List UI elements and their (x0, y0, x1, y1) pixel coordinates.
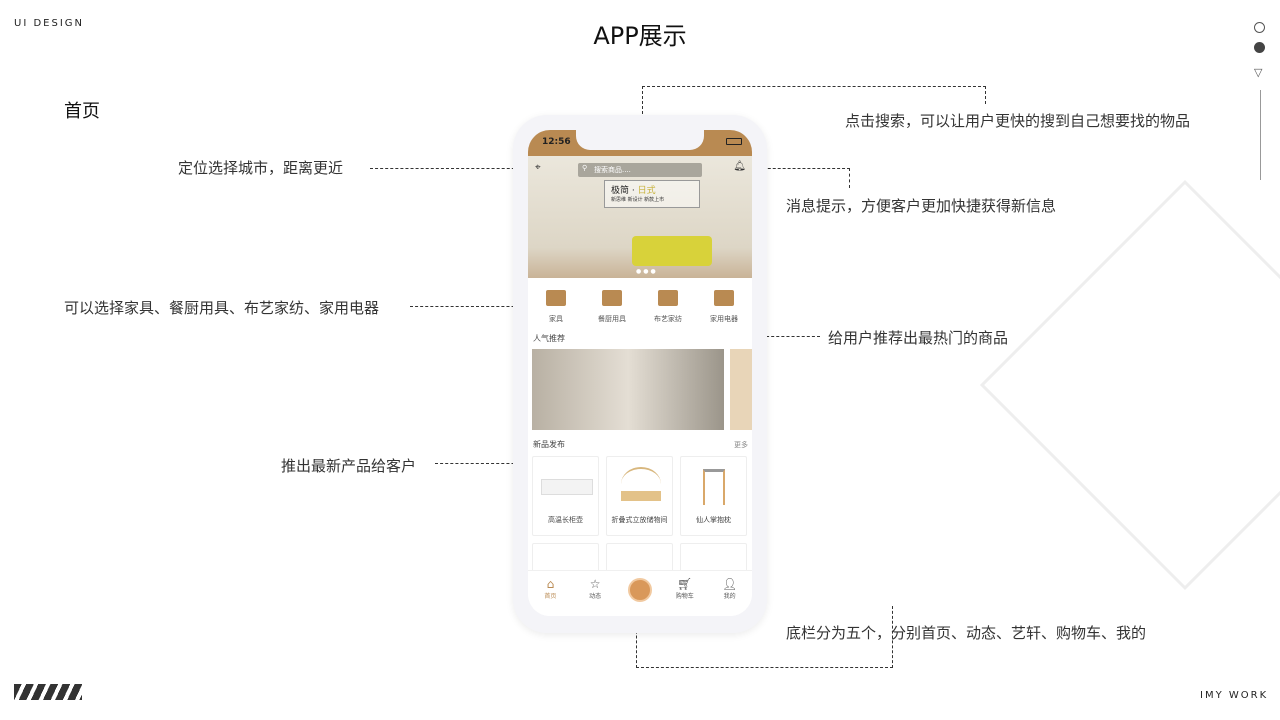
category-row: 家具 餐厨用具 布艺家纺 家用电器 (528, 290, 752, 324)
notch (576, 130, 704, 150)
note-categories: 可以选择家具、餐厨用具、布艺家纺、家用电器 (64, 299, 380, 317)
home-icon: ⌂ (546, 577, 555, 591)
category-item[interactable]: 家用电器 (696, 290, 752, 324)
sofa-icon (546, 290, 566, 306)
footer-label: IMY WORK (1200, 690, 1269, 701)
leader-search-end (985, 86, 986, 104)
note-tabbar: 底栏分为五个，分别首页、动态、艺轩、购物车、我的 (786, 624, 1147, 642)
leader-tabbar (636, 606, 893, 668)
leader-categories (410, 306, 545, 307)
new-title: 新品发布 (533, 440, 565, 449)
popular-image[interactable] (532, 349, 724, 430)
tab-cart[interactable]: 🛒︎购物车 (675, 577, 694, 600)
search-input[interactable]: ⚲搜索商品.... (578, 163, 702, 177)
star-icon: ☆ (589, 577, 601, 591)
note-popular: 给用户推荐出最热门的商品 (828, 329, 1009, 347)
note-newest: 推出最新产品给客户 (281, 457, 417, 475)
carousel-dots[interactable]: ●●● (636, 268, 658, 275)
hero-banner[interactable]: ⌖ ⚲搜索商品.... 🔔︎ 极简 · 日式 新思维 新设计 新款上市 ●●● (528, 156, 752, 278)
leader-newest (435, 463, 540, 464)
location-icon[interactable]: ⌖ (535, 162, 541, 173)
decor-circle-icon (1254, 22, 1265, 33)
user-icon: 👤︎ (721, 577, 738, 591)
note-message: 消息提示，方便客户更加快捷获得新信息 (786, 197, 1057, 215)
more-link[interactable]: 更多 (734, 441, 748, 449)
tab-center[interactable] (620, 577, 660, 616)
tab-home[interactable]: ⌂首页 (544, 577, 557, 600)
center-logo-icon (627, 578, 652, 602)
leader-location (370, 168, 530, 169)
product-card[interactable]: 折叠式立放储物间 (606, 456, 673, 536)
decor-stripes (14, 684, 82, 700)
tab-bar: ⌂首页 ☆动态 🛒︎购物车 👤︎我的 (528, 570, 752, 616)
phone-screen: 12:56 ⌖ ⚲搜索商品.... 🔔︎ 极简 · 日式 新思维 新设计 新款上… (528, 130, 752, 616)
battery-icon (726, 138, 742, 145)
decor-dot-icon (1254, 42, 1265, 53)
category-item[interactable]: 餐厨用具 (584, 290, 640, 324)
tab-profile[interactable]: 👤︎我的 (721, 577, 738, 600)
section-title: 首页 (64, 101, 100, 122)
category-item[interactable]: 家具 (528, 290, 584, 324)
popular-title: 人气推荐 (533, 334, 565, 343)
decor-triangle-icon: ▽ (1254, 66, 1263, 79)
sofa-image (632, 236, 712, 266)
tab-feed[interactable]: ☆动态 (589, 577, 602, 600)
product-card[interactable]: 仙人掌抱枕 (680, 456, 747, 536)
popular-image-next[interactable] (730, 349, 752, 430)
cart-icon: 🛒︎ (677, 577, 693, 591)
category-item[interactable]: 布艺家纺 (640, 290, 696, 324)
leader-message (748, 168, 850, 188)
note-search: 点击搜索，可以让用户更快的搜到自己想要找的物品 (845, 112, 1191, 130)
note-location: 定位选择城市，距离更近 (178, 159, 344, 177)
cabinet-icon (602, 290, 622, 306)
search-icon: ⚲ (582, 164, 588, 172)
decor-line (1260, 90, 1261, 180)
brand-label: UI DESIGN (14, 18, 84, 29)
decor-diamond (979, 179, 1280, 591)
promo-card: 极简 · 日式 新思维 新设计 新款上市 (604, 180, 700, 208)
lamp-icon (714, 290, 734, 306)
product-card[interactable]: 高温长柜壶 (532, 456, 599, 536)
status-bar: 12:56 (528, 130, 752, 156)
bell-icon[interactable]: 🔔︎ (733, 161, 746, 172)
status-time: 12:56 (542, 137, 571, 147)
page-title: APP展示 (593, 22, 687, 50)
desk-icon (658, 290, 678, 306)
